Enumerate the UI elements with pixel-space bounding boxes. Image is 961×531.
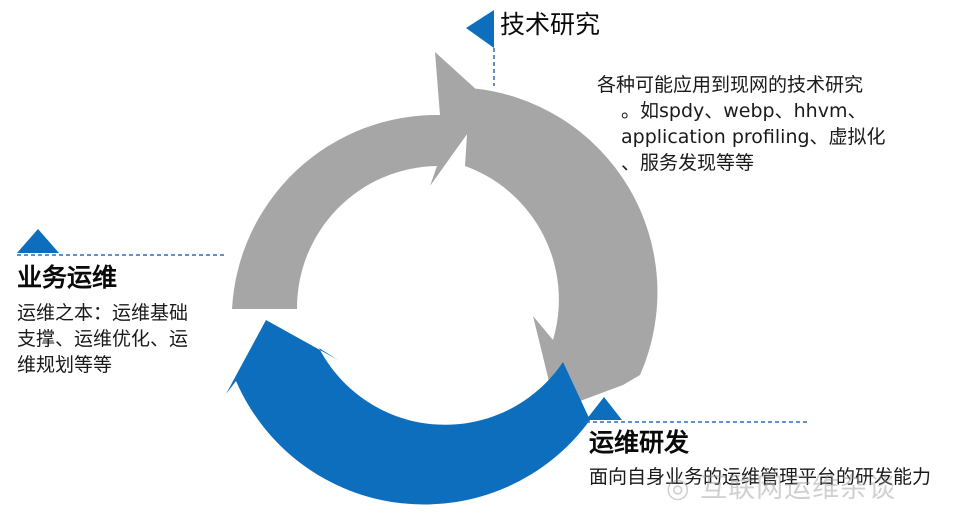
blue-arrow-bottom [226, 320, 590, 505]
watermark-text: 互联网运维杂谈 [700, 473, 897, 504]
gray-arrow-top [232, 52, 490, 309]
tech-marker-triangle [466, 10, 494, 48]
ops-dev-description: 面向自身业务的运维管理平台的研发能力 [589, 466, 932, 488]
business-ops-description: 运维之本：运维基础支撑、运维优化、运维规划等等 [17, 302, 189, 376]
tech-research-title: 技术研究 [500, 10, 601, 39]
tech-desc-line: 。如spdy、webp、hhvm、 [621, 100, 867, 122]
ops-dev-title: 运维研发 [589, 428, 690, 457]
tech-desc-line: 各种可能应用到现网的技术研究 [597, 74, 864, 96]
tech-desc-line: application profiling、虚拟化 [621, 126, 886, 148]
tech-desc-line: 、服务发现等等 [621, 152, 755, 174]
watermark: ◎ 互联网运维杂谈 [666, 466, 896, 505]
gray-arrow-right [465, 88, 658, 410]
ops-marker-triangle [17, 229, 59, 253]
dev-marker-triangle [586, 397, 622, 420]
wechat-icon: ◎ [666, 473, 691, 504]
tech-research-description: 各种可能应用到现网的技术研究 。如spdy、webp、hhvm、 applica… [597, 72, 952, 176]
business-ops-title: 业务运维 [17, 263, 118, 292]
